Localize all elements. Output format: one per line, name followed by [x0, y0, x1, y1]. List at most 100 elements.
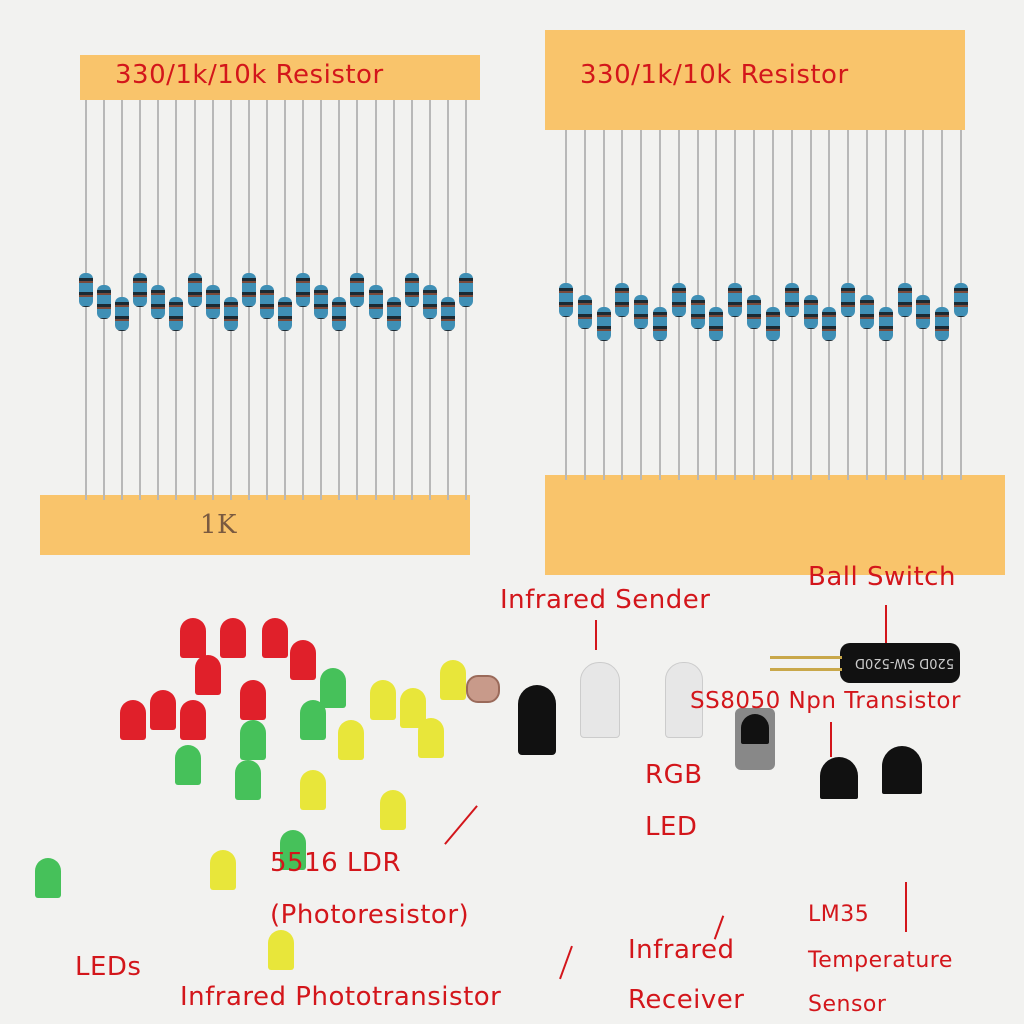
resistor [368, 285, 383, 319]
ldr-photoresistor [466, 675, 500, 703]
resistor [728, 283, 743, 317]
lm35-pointer [905, 882, 907, 932]
led-yellow [210, 850, 236, 890]
resistor-tape-top-left [80, 55, 480, 100]
led-red [180, 700, 206, 740]
resistor [615, 283, 630, 317]
resistor [559, 283, 573, 317]
ir-sender-label: Infrared Sender [500, 585, 711, 615]
resistor [634, 295, 649, 329]
ldr-pointer [444, 805, 478, 845]
resistor-tape-bottom-left [40, 495, 470, 555]
ball-switch [840, 643, 960, 683]
ir-receiver [735, 708, 775, 770]
led-yellow [418, 718, 444, 758]
resistor [332, 297, 347, 331]
resistor-lead [771, 130, 774, 480]
rgb-led-label-2: LED [645, 812, 698, 842]
resistor-lead [715, 130, 718, 480]
ldr-label-2: (Photoresistor) [270, 900, 470, 930]
led-green [175, 745, 201, 785]
led-red [290, 640, 316, 680]
led-yellow [300, 770, 326, 810]
led-yellow [380, 790, 406, 830]
led-red [195, 655, 221, 695]
ldr-label-1: 5516 LDR [270, 848, 402, 878]
resistor [386, 297, 401, 331]
led-red [240, 680, 266, 720]
ir-receiver-label-1: Infrared [628, 935, 735, 965]
ir-receiver-label-2: Receiver [628, 985, 745, 1015]
resistor-tape-bottom-right [545, 475, 1005, 575]
led-green [35, 858, 61, 898]
ir-phototransistor-pointer [559, 945, 573, 980]
resistor [841, 283, 856, 317]
led-yellow [338, 720, 364, 760]
resistor [404, 273, 419, 307]
resistor [822, 307, 837, 341]
resistor [79, 273, 93, 307]
resistor [115, 297, 130, 331]
resistor [223, 297, 238, 331]
ball-switch-marking: 520D SW-520D [855, 655, 955, 670]
resistor [241, 273, 256, 307]
resistor-lead [941, 130, 944, 480]
lm35-sensor [882, 746, 922, 794]
lm35-label-3: Sensor [808, 992, 887, 1017]
led-red [220, 618, 246, 658]
led-red [150, 690, 176, 730]
resistor-lead [828, 130, 831, 480]
resistor [596, 307, 611, 341]
ball-switch-pointer [885, 605, 887, 643]
resistor [671, 283, 686, 317]
led-red [180, 618, 206, 658]
resistor [151, 285, 166, 319]
led-red [120, 700, 146, 740]
ir-sender [580, 662, 620, 738]
resistor [859, 295, 874, 329]
resistor [690, 295, 705, 329]
led-red [262, 618, 288, 658]
lm35-label-2: Temperature [808, 948, 953, 973]
led-green [320, 668, 346, 708]
resistor [577, 295, 592, 329]
ball-switch-label: Ball Switch [808, 562, 956, 592]
resistor [878, 307, 893, 341]
led-green [300, 700, 326, 740]
ball-switch-lead [770, 668, 842, 671]
resistor [784, 283, 799, 317]
led-green [240, 720, 266, 760]
led-green [280, 830, 306, 870]
resistor [169, 297, 184, 331]
rgb-led [665, 662, 703, 738]
resistor-lead [884, 130, 887, 480]
resistor [133, 273, 148, 307]
resistor [747, 295, 762, 329]
resistor-tape-top-right [545, 30, 965, 130]
resistor [653, 307, 668, 341]
resistor-label-right: 330/1k/10k Resistor [580, 60, 849, 90]
resistor [709, 307, 724, 341]
resistor [314, 285, 329, 319]
tape-marking: 1K [200, 510, 237, 540]
resistor [935, 307, 950, 341]
rgb-led-label-1: RGB [645, 760, 703, 790]
resistor [916, 295, 931, 329]
led-yellow [440, 660, 466, 700]
ir-sender-pointer [595, 620, 597, 650]
ss8050-transistor [820, 757, 858, 799]
lm35-label-1: LM35 [808, 902, 870, 927]
leds-label: LEDs [75, 952, 142, 982]
resistor [897, 283, 912, 317]
resistor-lead [602, 130, 605, 480]
ss8050-pointer [830, 722, 832, 757]
resistor [97, 285, 112, 319]
ir-phototransistor [518, 685, 556, 755]
ss8050-label: SS8050 Npn Transistor [690, 688, 961, 714]
resistor [296, 273, 311, 307]
resistor [187, 273, 202, 307]
resistor [278, 297, 293, 331]
resistor [259, 285, 274, 319]
resistor [440, 297, 455, 331]
resistor [422, 285, 437, 319]
